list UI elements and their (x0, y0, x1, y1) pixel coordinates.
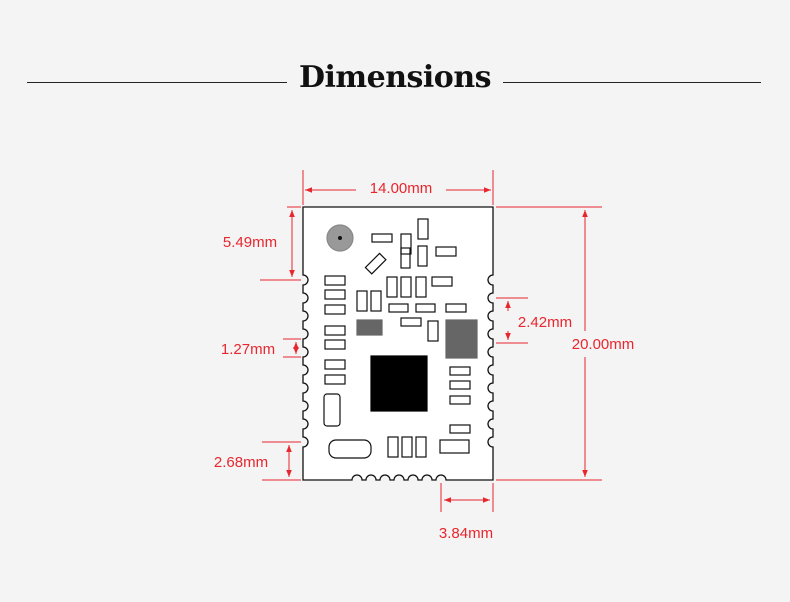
dim-label-right-pitch: 2.42mm (518, 314, 572, 331)
dimension-labels: 14.00mm 20.00mm 5.49mm 1.27mm 2.68mm 2.4… (214, 180, 634, 542)
module-outline (302, 206, 494, 481)
dim-label-width: 14.00mm (370, 180, 433, 197)
title-rule-left (27, 82, 287, 83)
main-ic (370, 355, 428, 412)
dim-label-bottom-width: 3.84mm (439, 525, 493, 542)
dim-label-bottom-offset: 2.68mm (214, 454, 268, 471)
page-title: Dimensions (298, 60, 492, 95)
gray-chip-small (356, 319, 383, 336)
dimension-lines (260, 170, 602, 512)
title-bar: Dimensions (0, 60, 790, 108)
dim-label-height: 20.00mm (572, 336, 635, 353)
gray-chip-large (445, 319, 478, 359)
dim-label-top-offset: 5.49mm (223, 234, 277, 251)
title-rule-right (503, 82, 761, 83)
dim-label-pin-pitch: 1.27mm (221, 341, 275, 358)
pcb-components (323, 218, 478, 459)
